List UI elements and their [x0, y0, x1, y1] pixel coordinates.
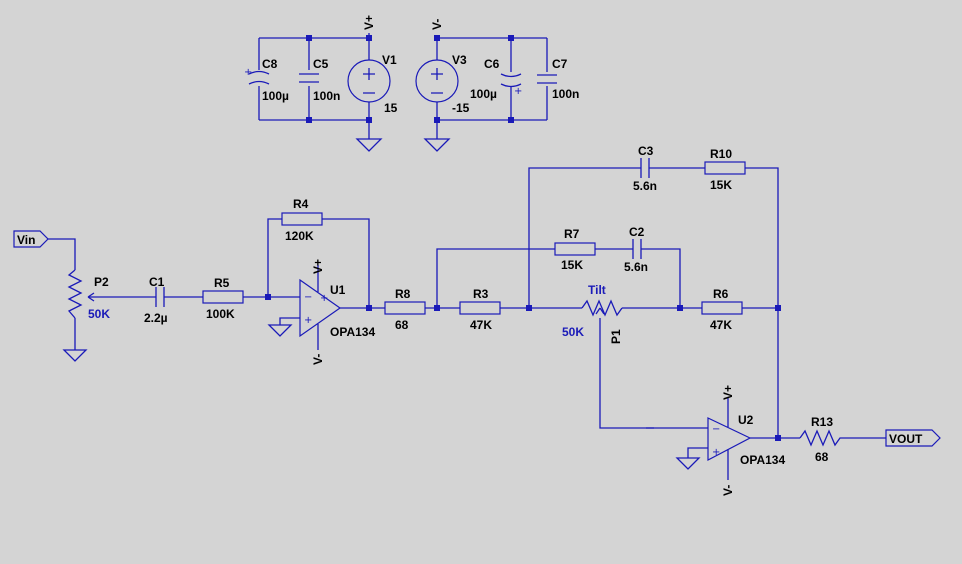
potentiometer-p1[interactable]: Tilt 50K P1 [562, 283, 623, 344]
port-vout[interactable]: VOUT [885, 429, 941, 447]
p1-value: 50K [562, 325, 584, 339]
r5-value: 100K [206, 307, 235, 321]
vin-label: Vin [17, 233, 35, 247]
vout-label: VOUT [889, 432, 923, 446]
u2-value: OPA134 [740, 453, 785, 467]
capacitor-c6[interactable]: + C6 100µ [470, 57, 522, 101]
wires [40, 33, 886, 458]
r3-value: 47K [470, 318, 492, 332]
p1-tilt-label: Tilt [588, 283, 606, 297]
r7-value: 15K [561, 258, 583, 272]
c5-label: C5 [313, 57, 329, 71]
c5-value: 100n [313, 89, 340, 103]
opamp-u1[interactable]: − + + U1 OPA134 [299, 265, 375, 350]
r8-label: R8 [395, 287, 411, 301]
svg-text:+: + [712, 447, 720, 458]
potentiometer-p2[interactable]: P2 50K [67, 269, 110, 321]
u1-vplus-label: V+ [311, 259, 325, 274]
capacitor-c7[interactable]: C7 100n [537, 57, 579, 101]
r13-value: 68 [815, 450, 829, 464]
c3-value: 5.6n [633, 179, 657, 193]
v1-value: 15 [384, 101, 398, 115]
voltage-source-v3[interactable]: V3 -15 [415, 53, 470, 115]
v1-net-label: V+ [362, 15, 376, 30]
capacitor-c1[interactable]: C1 2.2µ [144, 275, 168, 325]
c7-value: 100n [552, 87, 579, 101]
r6-value: 47K [710, 318, 732, 332]
svg-text:+: + [244, 67, 252, 78]
junctions [265, 35, 781, 441]
svg-text:+: + [304, 315, 312, 326]
r4-label: R4 [293, 197, 309, 211]
svg-text:+: + [320, 293, 328, 304]
svg-text:+: + [514, 86, 522, 97]
u1-vminus-label: V- [311, 354, 325, 365]
c8-value: 100µ [262, 89, 289, 103]
u2-vplus-label: V+ [721, 385, 735, 400]
r7-label: R7 [564, 227, 580, 241]
c6-value: 100µ [470, 87, 497, 101]
r3-label: R3 [473, 287, 489, 301]
v3-label: V3 [452, 53, 467, 67]
port-vin[interactable]: Vin [13, 230, 49, 248]
r8-value: 68 [395, 318, 409, 332]
c1-value: 2.2µ [144, 311, 168, 325]
p2-value: 50K [88, 307, 110, 321]
r4-value: 120K [285, 229, 314, 243]
v3-value: -15 [452, 101, 470, 115]
c8-label: C8 [262, 57, 278, 71]
svg-text:−: − [304, 292, 312, 303]
p2-label: P2 [94, 275, 109, 289]
r13-label: R13 [811, 415, 833, 429]
resistor-r8[interactable]: R8 68 [384, 287, 426, 332]
r5-label: R5 [214, 276, 230, 290]
c2-label: C2 [629, 225, 645, 239]
ground-symbols [62, 138, 701, 470]
v1-label: V1 [382, 53, 397, 67]
resistor-r10[interactable]: R10 15K [704, 147, 746, 192]
u1-value: OPA134 [330, 325, 375, 339]
resistor-r6[interactable]: R6 47K [701, 287, 743, 332]
p1-label: P1 [609, 329, 623, 344]
capacitor-c5[interactable]: C5 100n [299, 57, 340, 103]
r10-label: R10 [710, 147, 732, 161]
resistor-r7[interactable]: R7 15K [554, 227, 596, 272]
resistor-r3[interactable]: R3 47K [459, 287, 501, 332]
r10-value: 15K [710, 178, 732, 192]
capacitor-c8[interactable]: + C8 100µ [244, 57, 289, 103]
c2-value: 5.6n [624, 260, 648, 274]
capacitor-c2[interactable]: C2 5.6n [624, 225, 648, 274]
capacitor-c3[interactable]: C3 5.6n [633, 144, 657, 193]
v3-net-label: V- [430, 19, 444, 30]
u2-vminus-label: V- [721, 485, 735, 496]
resistor-r13[interactable]: R13 68 [799, 415, 845, 464]
r6-label: R6 [713, 287, 729, 301]
resistor-r4[interactable]: R4 120K [281, 197, 323, 243]
c1-label: C1 [149, 275, 165, 289]
svg-text:−: − [712, 424, 720, 435]
resistor-r5[interactable]: R5 100K [202, 276, 244, 321]
u2-label: U2 [738, 413, 754, 427]
c6-label: C6 [484, 57, 500, 71]
c3-label: C3 [638, 144, 654, 158]
opamp-u2[interactable]: − + U2 OPA134 [646, 398, 785, 480]
u1-label: U1 [330, 283, 346, 297]
voltage-source-v1[interactable]: V1 15 [347, 53, 398, 115]
c7-label: C7 [552, 57, 568, 71]
